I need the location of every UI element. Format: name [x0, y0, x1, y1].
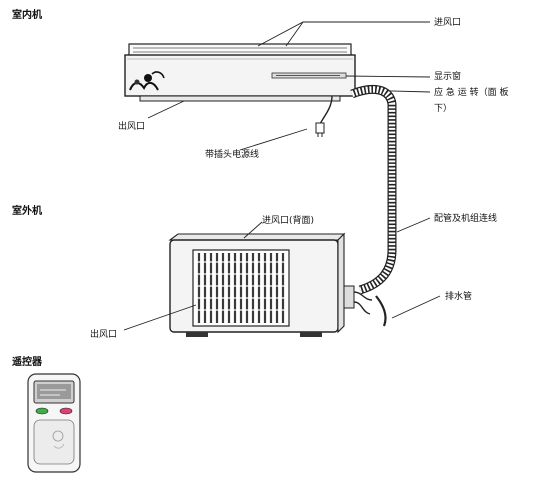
refrigerant-piping: [350, 84, 397, 295]
remote-control: [27, 373, 81, 473]
piping-label: 配管及机组连线: [434, 214, 498, 224]
piping-leader: [396, 217, 431, 233]
outdoor-air-inlet-label: 进风口(背面): [262, 216, 315, 226]
panel-decoration-icon: [129, 71, 165, 91]
power-cord-label: 带插头电源线: [205, 150, 260, 160]
indoor-unit: [124, 43, 356, 102]
remote-control-title: 遥控器: [12, 357, 42, 368]
emergency-run-label-cont: 下）: [434, 104, 453, 114]
drain-leader: [391, 295, 441, 319]
outdoor-unit: [168, 232, 373, 337]
outdoor-inlet-leader: [243, 221, 263, 239]
remote-mode-button: [59, 407, 73, 415]
remote-power-button: [35, 407, 49, 415]
outdoor-air-outlet-label: 出风口: [90, 330, 118, 340]
indoor-leader-lines: [147, 21, 431, 151]
indoor-unit-title: 室内机: [12, 10, 42, 21]
fan-grille: [197, 253, 285, 323]
outdoor-unit-title: 室外机: [12, 206, 42, 217]
drain-pipe-label: 排水管: [445, 292, 473, 302]
air-inlet-label: 进风口: [434, 18, 462, 28]
outdoor-outlet-leader: [123, 304, 197, 331]
power-cord: [315, 95, 333, 137]
display-window-label: 显示窗: [434, 72, 462, 82]
emergency-run-label: 应 急 运 转（面 板: [434, 88, 509, 98]
indoor-air-outlet-label: 出风口: [118, 122, 146, 132]
drain-pipe: [375, 295, 387, 327]
